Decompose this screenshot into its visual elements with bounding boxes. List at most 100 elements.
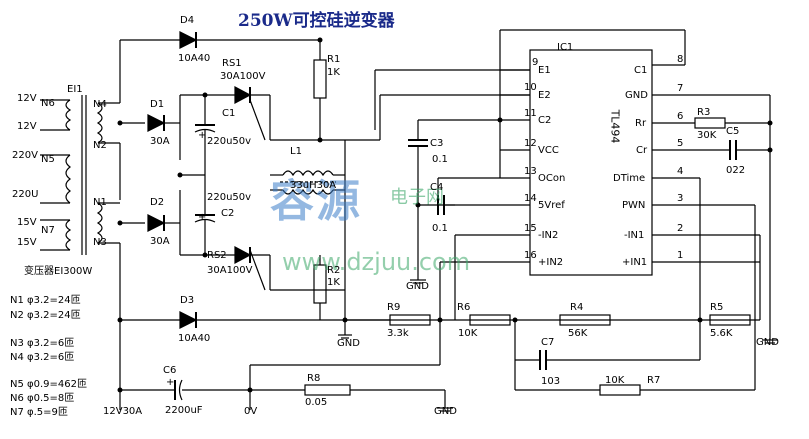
ic-left-pin-num: 13: [524, 166, 537, 177]
c1-ref: C1: [222, 108, 236, 119]
winding-n5: [65, 154, 71, 204]
ic-left-pin-name: VCC: [538, 145, 559, 156]
winding-spec: N1 φ3.2=24匝: [10, 295, 81, 306]
winding-spec: N6 φ0.5=8匝: [10, 393, 75, 404]
ic-left-pin-name: +IN2: [538, 257, 564, 268]
c4-ref: C4: [430, 182, 444, 193]
winding-n6: [65, 99, 72, 131]
gnd-label: GND: [337, 338, 360, 349]
winding-n-label: N3: [93, 237, 107, 248]
winding-voltage: 12V: [17, 93, 37, 104]
r7-ref: R7: [647, 375, 661, 386]
diode-d2: [147, 214, 166, 232]
ic-left-pin-name: C2: [538, 115, 552, 126]
winding-n-label: N6: [41, 98, 55, 109]
ic-left-pin-num: 14: [524, 193, 537, 204]
transformer-ref: EI1: [67, 84, 83, 95]
ic-right-pin-name: +IN1: [622, 257, 648, 268]
ic-left-pin-name: OCon: [538, 173, 566, 184]
winding-n-label: N4: [93, 99, 107, 110]
c5-ref: C5: [726, 126, 740, 137]
watermark-brand: 容源: [270, 176, 362, 227]
ic-right-pin-name: GND: [625, 90, 648, 101]
c2-plus: +: [198, 212, 207, 223]
resistor-r9: [389, 314, 431, 326]
resistor-r1: [313, 59, 327, 99]
ic-name: TL494: [608, 109, 622, 144]
r2-ref: R2: [327, 265, 341, 276]
r9-ref: R9: [387, 302, 401, 313]
c6-ref: C6: [163, 365, 177, 376]
winding-voltage: 12V: [17, 121, 37, 132]
winding-spec: N5 φ0.9=462匝: [10, 379, 87, 390]
r1-ref: R1: [327, 54, 341, 65]
d4-ref: D4: [180, 15, 195, 26]
resistor-r8: [304, 384, 351, 396]
resistor-r5: [709, 314, 751, 326]
winding-spec: N2 φ3.2=24匝: [10, 310, 81, 321]
winding-voltage: 220U: [12, 189, 39, 200]
rs2-value: 30A100V: [207, 265, 253, 276]
ic-left-pin-name: E2: [538, 90, 551, 101]
diode-d1: [147, 114, 166, 132]
d3-ref: D3: [180, 295, 195, 306]
r5-value: 5.6K: [710, 328, 733, 339]
ic-left-pin-name: 5Vref: [538, 200, 565, 211]
diagram-title: 250W可控硅逆变器: [238, 11, 395, 31]
ic-ref: IC1: [557, 42, 574, 53]
r3-value: 30K: [697, 130, 717, 141]
ic-right-pin-num: 2: [677, 223, 684, 234]
d2-ref: D2: [150, 197, 165, 208]
r8-value: 0.05: [305, 397, 328, 408]
rs1-value: 30A100V: [220, 71, 266, 82]
c1-value: 220u50v: [207, 136, 252, 147]
ic-right-pin-name: -IN1: [624, 230, 645, 241]
gnd-label: GND: [434, 406, 457, 417]
gnd-label: GND: [406, 281, 429, 292]
ic-tl494: [529, 49, 653, 276]
r2-value: 1K: [327, 277, 340, 288]
r8-ref: R8: [307, 373, 321, 384]
resistor-r3: [694, 117, 726, 129]
winding-spec: N3 φ3.2=6匝: [10, 338, 75, 349]
ic-right-pin-name: C1: [634, 65, 648, 76]
r5-ref: R5: [710, 302, 724, 313]
d1-ref: D1: [150, 99, 165, 110]
ic-right-pin-num: 6: [677, 111, 684, 122]
ic-left-pin-num: 9: [532, 57, 539, 68]
r9-value: 3.3k: [387, 328, 409, 339]
d3-value: 10A40: [178, 333, 211, 344]
winding-voltage: 15V: [17, 237, 37, 248]
r4-ref: R4: [570, 302, 584, 313]
ic-right-pin-name: Cr: [636, 145, 648, 156]
c1-plus: +: [198, 130, 207, 141]
winding-n-label: N5: [41, 154, 55, 165]
scr-rs1: [234, 86, 266, 141]
ic-right-pin-num: 3: [677, 193, 684, 204]
winding-voltage: 15V: [17, 217, 37, 228]
zero-volt-label: 0V: [244, 406, 258, 417]
winding-voltage: 220V: [12, 150, 38, 161]
c2-value: 220u50v: [207, 192, 252, 203]
watermark-url: www.dzjuu.com: [282, 248, 471, 276]
c7-ref: C7: [541, 337, 555, 348]
ic-right-pin-num: 7: [677, 83, 684, 94]
inductor-l1: [280, 170, 336, 195]
ic-right-pin-name: Rr: [635, 118, 647, 129]
diode-d3: [179, 311, 198, 329]
winding-spec: N7 φ.5=9匝: [10, 407, 68, 418]
resistor-r6: [469, 314, 511, 326]
ic-left-pin-num: 12: [524, 138, 537, 149]
d4-value: 10A40: [178, 53, 211, 64]
ic-left-pin-num: 15: [524, 223, 537, 234]
l1-value: 33uH30A: [290, 180, 337, 191]
ic-right-pin-name: PWN: [622, 200, 646, 211]
gnd-label: GND: [756, 337, 779, 348]
d1-value: 30A: [150, 136, 170, 147]
ic-right-pin-name: DTime: [613, 173, 646, 184]
rs2-ref: RS2: [207, 250, 227, 261]
rs1-ref: RS1: [222, 58, 242, 69]
diode-d4: [179, 31, 198, 49]
r4-value: 56K: [568, 328, 588, 339]
